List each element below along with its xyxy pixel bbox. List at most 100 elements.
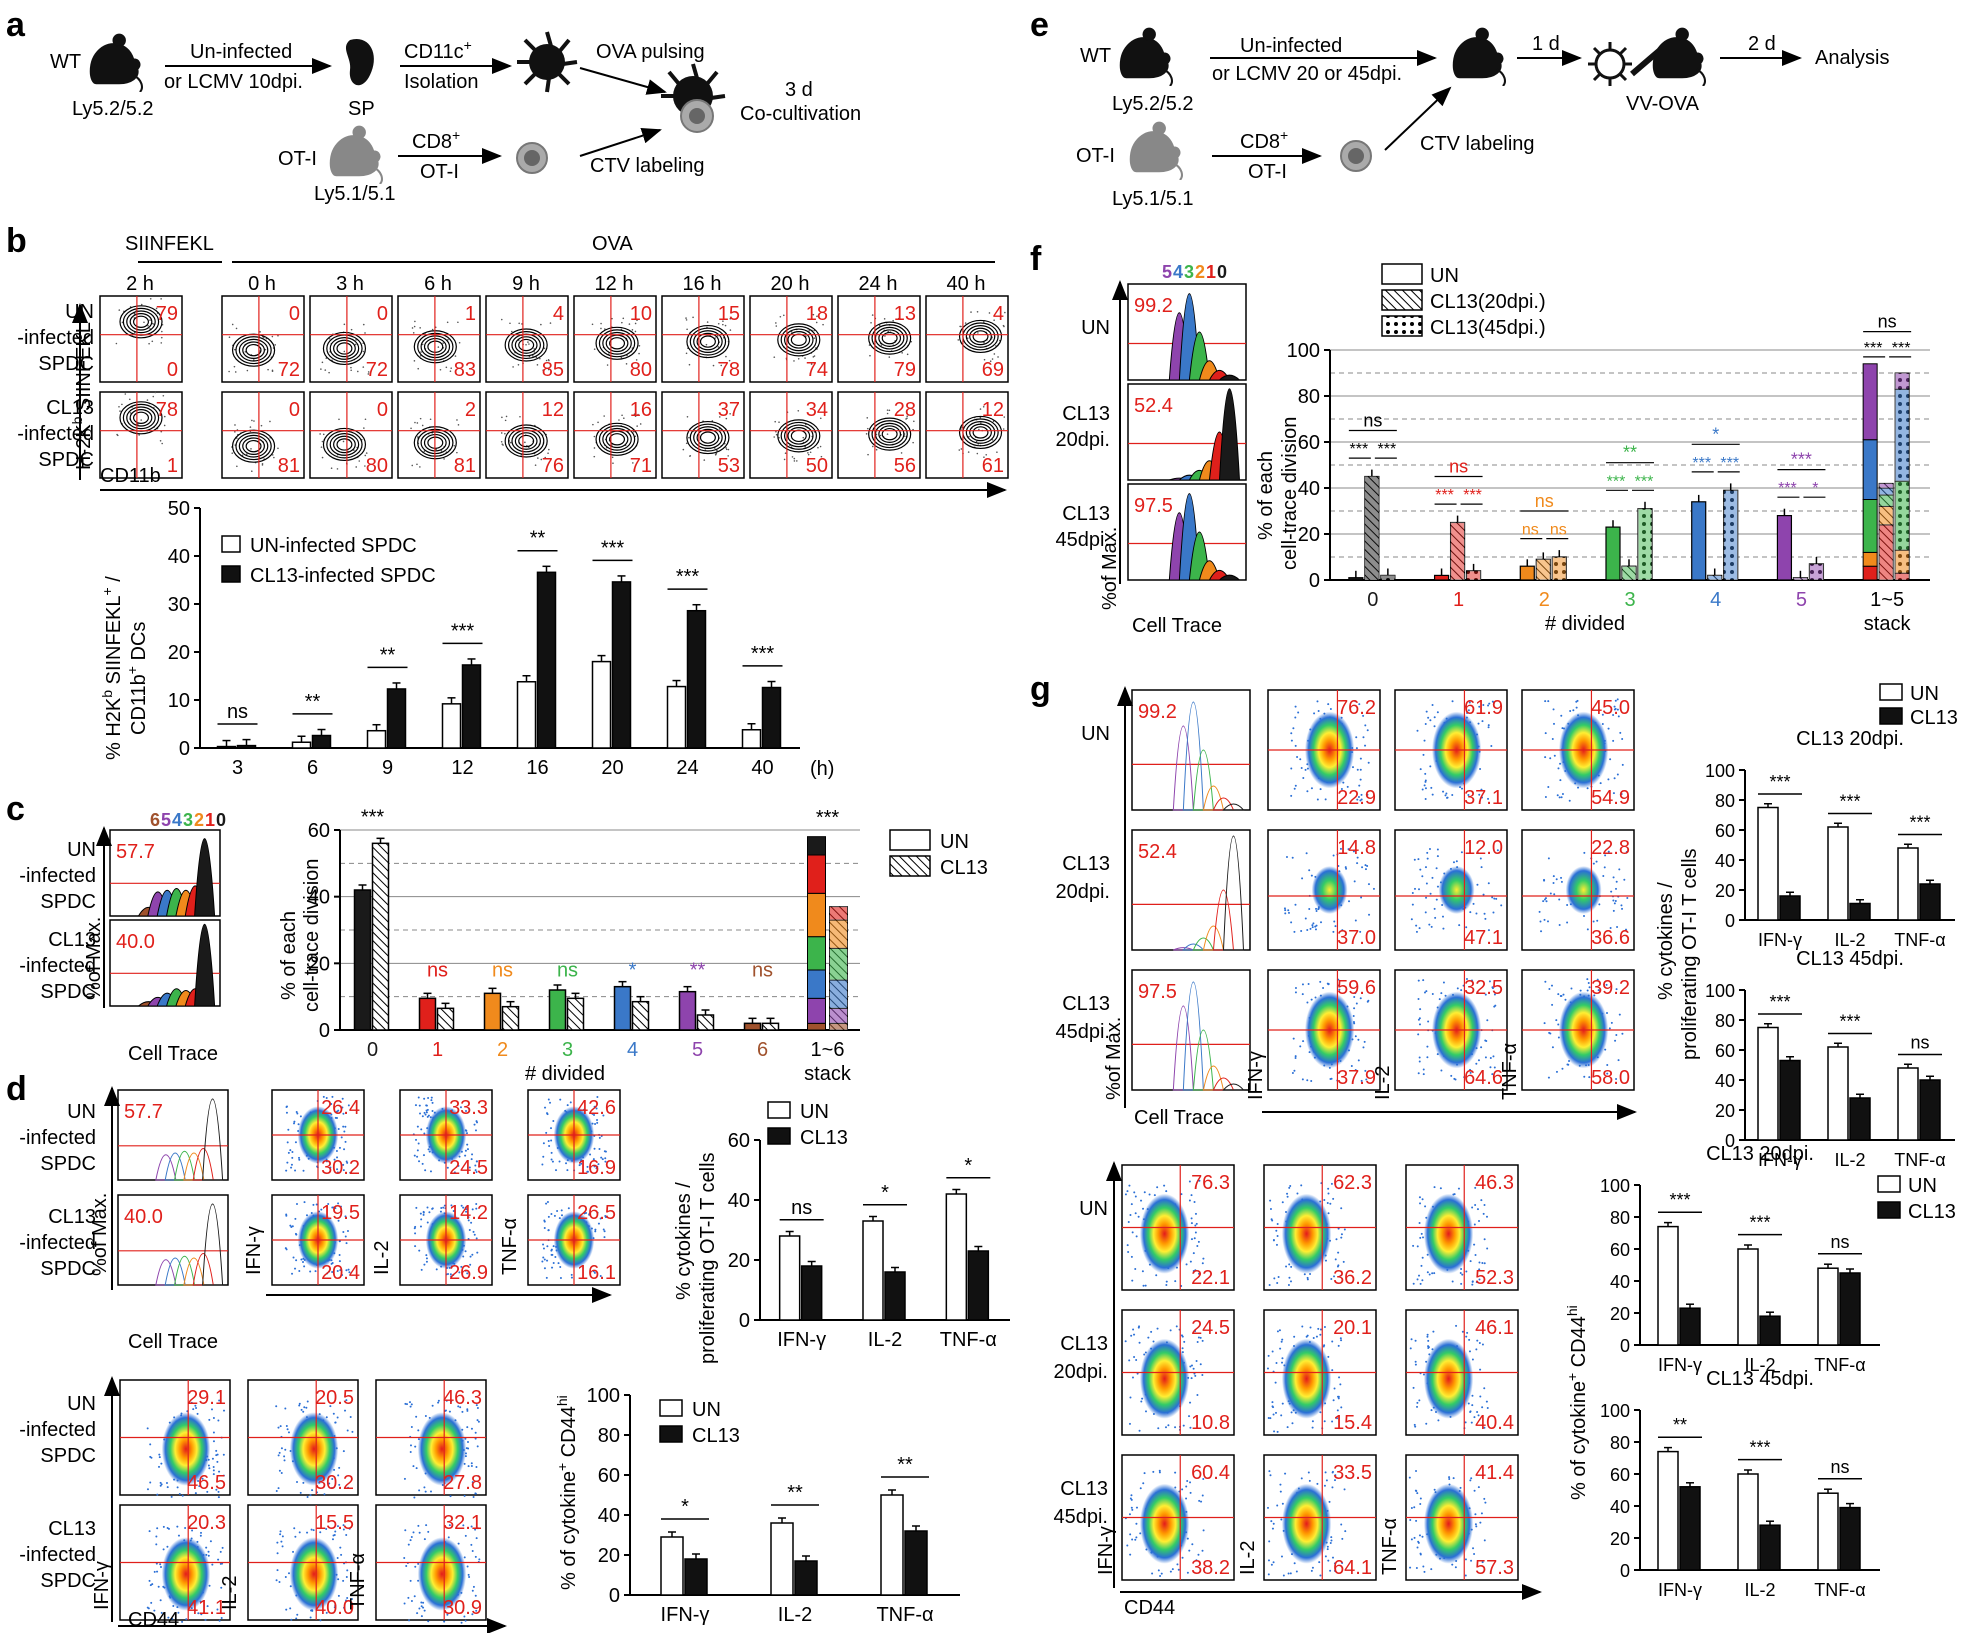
event-dot bbox=[475, 1170, 478, 1173]
event-dot bbox=[1193, 1237, 1196, 1240]
event-dot bbox=[468, 1575, 471, 1578]
event-dot bbox=[812, 313, 815, 316]
event-dot bbox=[504, 432, 506, 435]
bar bbox=[761, 686, 782, 749]
gate-pct-bottom: 58.0 bbox=[1591, 1067, 1630, 1089]
event-dot bbox=[298, 1158, 301, 1161]
event-dot bbox=[1435, 898, 1438, 901]
event-dot bbox=[1493, 897, 1496, 900]
event-dot bbox=[364, 454, 367, 457]
x-tick-label: 3 bbox=[232, 757, 243, 779]
event-dot bbox=[1290, 767, 1293, 770]
event-dot bbox=[534, 464, 537, 466]
event-dot bbox=[216, 1453, 219, 1456]
gate-pct-bottom: 52.3 bbox=[1475, 1267, 1514, 1289]
event-dot bbox=[160, 1483, 163, 1486]
contour-line bbox=[322, 331, 367, 366]
e-recipient-mouse-icon bbox=[1452, 27, 1506, 86]
legend-label-cl13: CL13-infected SPDC bbox=[250, 565, 436, 587]
event-dot bbox=[344, 1125, 347, 1128]
event-dot bbox=[991, 358, 994, 360]
event-dot bbox=[464, 1534, 467, 1537]
event-dot bbox=[294, 1232, 297, 1235]
event-dot bbox=[1450, 1074, 1453, 1077]
event-dot bbox=[158, 1456, 161, 1459]
legend-label-un: UN-infected SPDC bbox=[250, 535, 417, 557]
y-tick-label: 100 bbox=[1600, 1401, 1630, 1421]
event-dot bbox=[1301, 1078, 1304, 1081]
x-tick-label: 40 bbox=[751, 757, 773, 779]
event-dot bbox=[277, 334, 279, 337]
event-dot bbox=[542, 1243, 545, 1246]
sig-label: *** bbox=[601, 537, 625, 559]
event-dot bbox=[1290, 921, 1293, 924]
bar bbox=[441, 703, 462, 749]
event-dot bbox=[1556, 794, 1559, 797]
event-dot bbox=[1569, 709, 1572, 712]
chart-b: 010203040503ns6**9**12***16**20***24***4… bbox=[99, 498, 834, 780]
event-dot bbox=[155, 1543, 158, 1546]
contour-line bbox=[333, 339, 356, 358]
y-axis-label: % of cytokine+ CD44hi bbox=[554, 1395, 580, 1590]
gate-pct-top: 14.2 bbox=[449, 1202, 488, 1224]
event-dot bbox=[464, 1149, 467, 1152]
event-dot bbox=[1188, 1549, 1191, 1552]
event-dot bbox=[362, 323, 365, 326]
event-dot bbox=[463, 1556, 466, 1559]
event-dot bbox=[1360, 896, 1363, 899]
event-dot bbox=[228, 336, 231, 338]
y-tick-label: 20 bbox=[728, 1250, 750, 1272]
event-dot bbox=[560, 1209, 563, 1212]
sig-label: * bbox=[1712, 424, 1719, 444]
event-dot bbox=[1437, 1419, 1440, 1422]
event-dot bbox=[685, 352, 688, 355]
event-dot bbox=[1319, 1333, 1322, 1336]
event-dot bbox=[1415, 1519, 1418, 1522]
event-dot bbox=[604, 1160, 607, 1163]
contour-line bbox=[602, 427, 632, 451]
row-label: SPDC bbox=[40, 1258, 96, 1280]
event-dot bbox=[635, 359, 638, 361]
event-dot bbox=[1340, 1207, 1343, 1210]
stack-segment-un bbox=[807, 997, 826, 1024]
y-tick-label: 40 bbox=[168, 546, 190, 568]
event-dot bbox=[1424, 787, 1427, 790]
event-dot bbox=[1275, 1243, 1278, 1246]
event-dot bbox=[554, 1256, 557, 1259]
event-dot bbox=[1160, 1572, 1163, 1575]
event-dot bbox=[819, 445, 822, 448]
e-day1: 1 d bbox=[1532, 33, 1560, 55]
bar bbox=[800, 1265, 823, 1321]
event-dot bbox=[290, 1166, 293, 1169]
event-dot bbox=[532, 355, 534, 357]
event-dot bbox=[1364, 868, 1367, 871]
event-dot bbox=[983, 341, 985, 344]
gate-pct-bottom: 81 bbox=[454, 455, 476, 477]
contour-line bbox=[238, 434, 269, 458]
y-tick-label: 20 bbox=[1610, 1304, 1630, 1324]
event-dot bbox=[341, 1106, 344, 1109]
event-dot bbox=[336, 1416, 339, 1419]
event-dot bbox=[553, 1214, 556, 1217]
event-dot bbox=[716, 449, 718, 452]
gate-pct-bottom: 57.3 bbox=[1475, 1557, 1514, 1579]
event-dot bbox=[442, 1206, 445, 1209]
event-dot bbox=[1276, 1235, 1279, 1238]
event-dot bbox=[345, 1534, 348, 1537]
contour-plot: 072 bbox=[221, 295, 305, 383]
event-dot bbox=[810, 363, 813, 365]
event-dot bbox=[1272, 1522, 1275, 1525]
y-axis-label-part: H-2K bbox=[73, 424, 95, 470]
event-dot bbox=[1451, 793, 1454, 796]
event-dot bbox=[470, 1462, 473, 1465]
event-dot bbox=[1418, 1060, 1421, 1063]
event-dot bbox=[1356, 862, 1359, 865]
event-dot bbox=[870, 322, 872, 324]
event-dot bbox=[1429, 765, 1432, 768]
event-dot bbox=[545, 1276, 548, 1279]
event-dot bbox=[1558, 923, 1561, 926]
event-dot bbox=[1418, 1399, 1421, 1402]
event-dot bbox=[296, 1613, 299, 1616]
